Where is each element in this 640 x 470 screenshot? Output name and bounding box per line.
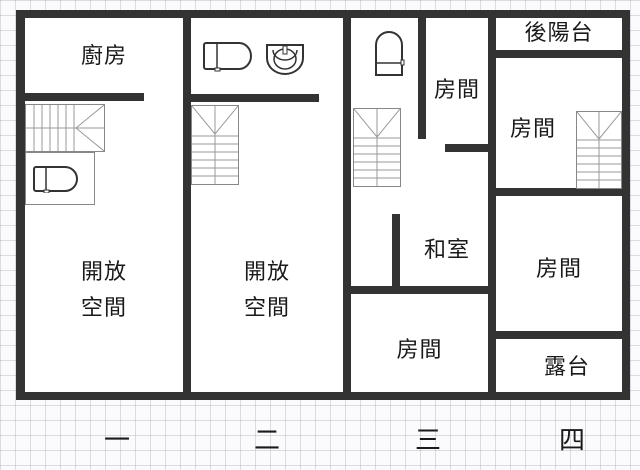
wall-divider-2	[343, 10, 351, 400]
room-label-line: 開放	[243, 260, 290, 285]
room-label-line: 空間	[243, 296, 290, 321]
stair-icon	[353, 108, 401, 187]
room-terrace: 露台	[543, 355, 590, 380]
room-back-balcony: 後陽台	[524, 21, 594, 46]
wall-col3-washitsu-side	[392, 214, 400, 294]
sink-icon	[265, 42, 305, 76]
wall-divider-3	[488, 10, 496, 400]
wall-outer-top	[16, 10, 630, 18]
stair-icon	[25, 104, 105, 152]
room-bedroom-3b: 房間	[396, 338, 443, 363]
column-label-2: 二	[253, 426, 280, 456]
wall-kitchen	[25, 93, 144, 101]
wall-col4-terrace	[496, 331, 622, 339]
wall-col3-room-bottom	[445, 144, 496, 152]
wall-outer-right	[622, 10, 630, 400]
room-kitchen: 廚房	[80, 44, 127, 69]
column-label-1: 一	[103, 426, 130, 456]
wall-outer-left	[16, 10, 25, 400]
room-open-space-2: 開放 空間	[191, 258, 343, 324]
wall-col4-room1-bottom	[496, 188, 622, 196]
wall-col3-washitsu-bottom	[351, 286, 496, 294]
toilet-icon	[203, 42, 253, 74]
column-label-3: 三	[414, 426, 441, 456]
room-open-space-1: 開放 空間	[25, 258, 183, 324]
room-bedroom-3a: 房間	[433, 78, 480, 103]
wall-bathroom	[191, 94, 319, 102]
room-washitsu: 和室	[423, 238, 470, 263]
toilet-icon	[33, 165, 81, 193]
room-bedroom-4a: 房間	[509, 117, 556, 142]
room-bedroom-4b: 房間	[535, 257, 582, 282]
stair-icon	[191, 105, 239, 185]
wall-divider-1	[183, 10, 191, 400]
wall-col3-vertical-top	[418, 10, 426, 139]
toilet-icon	[374, 31, 406, 77]
room-label-line: 開放	[80, 260, 127, 285]
stair-icon	[576, 111, 622, 189]
room-label-line: 空間	[80, 296, 127, 321]
column-label-4: 四	[558, 426, 585, 456]
wall-back-balcony	[496, 50, 622, 58]
wall-outer-bottom	[16, 392, 630, 400]
